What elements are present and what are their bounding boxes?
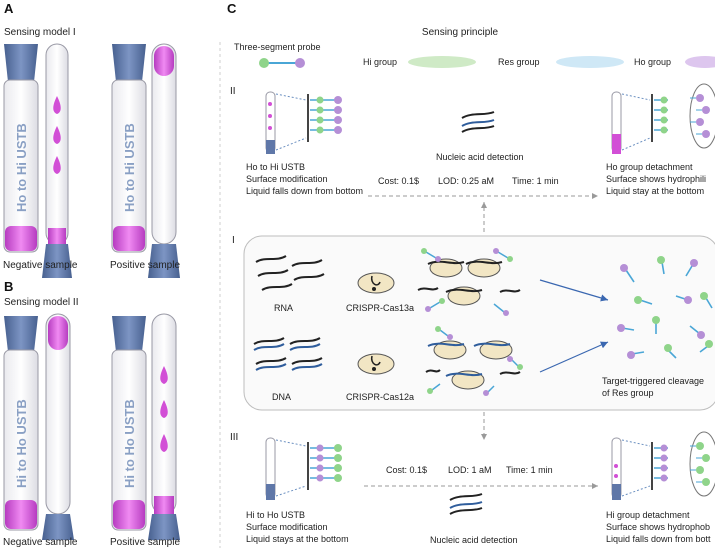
cleaved-fragments-icon <box>617 256 713 359</box>
dna-strand-icon <box>449 493 483 515</box>
tube-label: Ho to Hi USTB <box>122 123 137 212</box>
cleavage-label-1: Target-triggered cleavage <box>602 376 704 386</box>
cas12a-icon <box>357 353 395 375</box>
surface-probe-schematic-ii <box>265 91 342 154</box>
row-ii-cost: Cost: 0.1$ <box>378 176 419 186</box>
cas12a-label: CRISPR-Cas12a <box>346 392 414 402</box>
dna-strand-icon <box>461 111 495 133</box>
hi-group-swatch <box>408 56 476 68</box>
row-ii-result-3: Liquid stay at the bottom <box>606 186 704 196</box>
cas12a-complex-icon <box>425 326 523 396</box>
panel-b-positive-label: Positive sample <box>110 537 180 548</box>
probe-legend-label: Three-segment probe <box>234 42 321 52</box>
row-iii-time: Time: 1 min <box>506 465 553 475</box>
row-ii-detection: Nucleic acid detection <box>436 152 524 162</box>
panel-c-letter: C <box>227 1 237 16</box>
tube-a-negative-left: Ho to Hi USTB <box>3 44 39 253</box>
tube-a-positive-right <box>148 43 180 278</box>
tube-b-negative-left: Hi to Ho USTB <box>3 316 39 531</box>
row-iii-desc-2: Surface modification <box>246 522 328 532</box>
cas13a-icon <box>357 272 395 294</box>
panel-a-letter: A <box>4 1 14 16</box>
tube-label: Ho to Hi USTB <box>14 123 29 212</box>
droplet-icon <box>53 126 61 144</box>
row-ii-lod: LOD: 0.25 aM <box>438 176 494 186</box>
tube-label: Hi to Ho USTB <box>14 399 29 488</box>
row-iii-result-2: Surface shows hydrophob <box>606 522 710 532</box>
rna-strand-icon <box>255 255 325 291</box>
cleavage-label-2: of Res group <box>602 388 654 398</box>
panel-b-negative-label: Negative sample <box>3 537 78 548</box>
droplet-icon <box>53 156 61 174</box>
tube-b-positive-left: Hi to Ho USTB <box>111 316 147 531</box>
droplet-icon <box>160 366 168 384</box>
sensing-principle-title: Sensing principle <box>422 27 499 38</box>
row-iii-cost: Cost: 0.1$ <box>386 465 427 475</box>
droplet-icon <box>160 434 168 452</box>
res-group-label: Res group <box>498 57 540 67</box>
row-iii-result-1: Hi group detachment <box>606 510 690 520</box>
dsdna-icon <box>253 337 323 371</box>
row-ii-result-1: Ho group detachment <box>606 162 693 172</box>
row-i-number: I <box>232 235 235 246</box>
tube-a-positive-left: Ho to Hi USTB <box>111 44 147 253</box>
droplet-icon <box>53 96 61 114</box>
row-ii-time: Time: 1 min <box>512 176 559 186</box>
tube-a-negative-right <box>42 43 72 278</box>
droplet-icon <box>160 400 168 418</box>
surface-probe-result-ii <box>611 83 715 154</box>
res-group-swatch <box>556 56 624 68</box>
row-ii-number: II <box>230 86 236 97</box>
panel-a-positive-label: Positive sample <box>110 260 180 271</box>
rna-label: RNA <box>274 303 293 313</box>
three-segment-probe-icon <box>259 58 305 68</box>
dna-label: DNA <box>272 392 291 402</box>
panel-b-letter: B <box>4 279 13 294</box>
hi-group-label: Hi group <box>363 57 397 67</box>
cas13a-complex-icon <box>417 248 521 316</box>
row-iii-number: III <box>230 432 238 443</box>
row-iii-desc-3: Liquid stays at the bottom <box>246 534 349 544</box>
row-ii-result-2: Surface shows hydrophili <box>606 174 706 184</box>
row-iii-detection: Nucleic acid detection <box>430 535 518 545</box>
row-ii-desc-3: Liquid falls down from bottom <box>246 186 363 196</box>
surface-probe-result-iii <box>611 431 715 500</box>
row-iii-desc-1: Hi to Ho USTB <box>246 510 305 520</box>
tube-label: Hi to Ho USTB <box>122 399 137 488</box>
tube-b-negative-right <box>42 313 74 540</box>
row-ii-desc-2: Surface modification <box>246 174 328 184</box>
cas13a-label: CRISPR-Cas13a <box>346 303 414 313</box>
row-iii-lod: LOD: 1 aM <box>448 465 492 475</box>
row-iii-result-3: Liquid falls down from bott <box>606 534 711 544</box>
tube-b-positive-right <box>148 313 180 540</box>
surface-probe-schematic-iii <box>265 437 342 500</box>
panel-a-title: Sensing model I <box>4 27 76 38</box>
panel-a-negative-label: Negative sample <box>3 260 78 271</box>
row-ii-desc-1: Ho to Hi USTB <box>246 162 305 172</box>
panel-b-title: Sensing model II <box>4 297 79 308</box>
ho-group-label: Ho group <box>634 57 671 67</box>
arrow-rna-to-cleavage <box>539 279 609 302</box>
arrow-dna-to-cleavage <box>539 341 609 373</box>
ho-group-swatch <box>685 56 715 68</box>
